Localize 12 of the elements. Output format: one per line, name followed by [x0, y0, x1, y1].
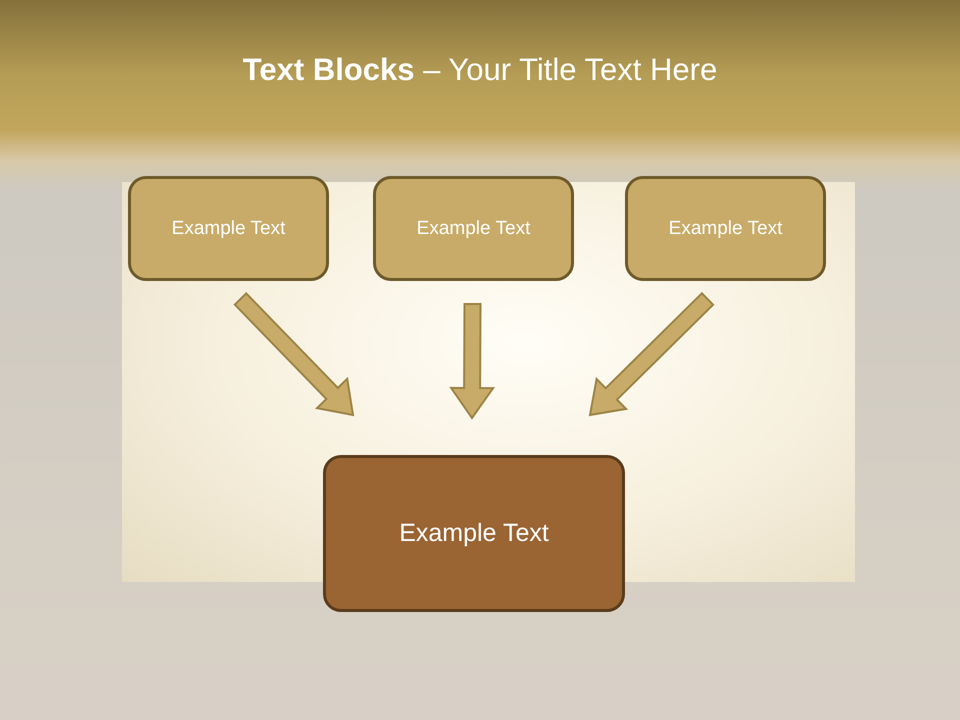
text-block — [128, 176, 329, 281]
text-block — [625, 176, 826, 281]
block-arrow — [449, 303, 496, 420]
block-text: Example Text — [668, 218, 782, 240]
block-arrow — [588, 292, 715, 416]
block-text: Example Text — [399, 519, 549, 548]
slide-title: Text Blocks – Your Title Text Here — [242, 52, 718, 88]
block-text: Example Text — [172, 218, 286, 240]
block-arrow — [233, 292, 354, 416]
block-text: Example Text — [416, 218, 530, 240]
text-block — [323, 455, 625, 612]
text-block — [373, 176, 574, 281]
